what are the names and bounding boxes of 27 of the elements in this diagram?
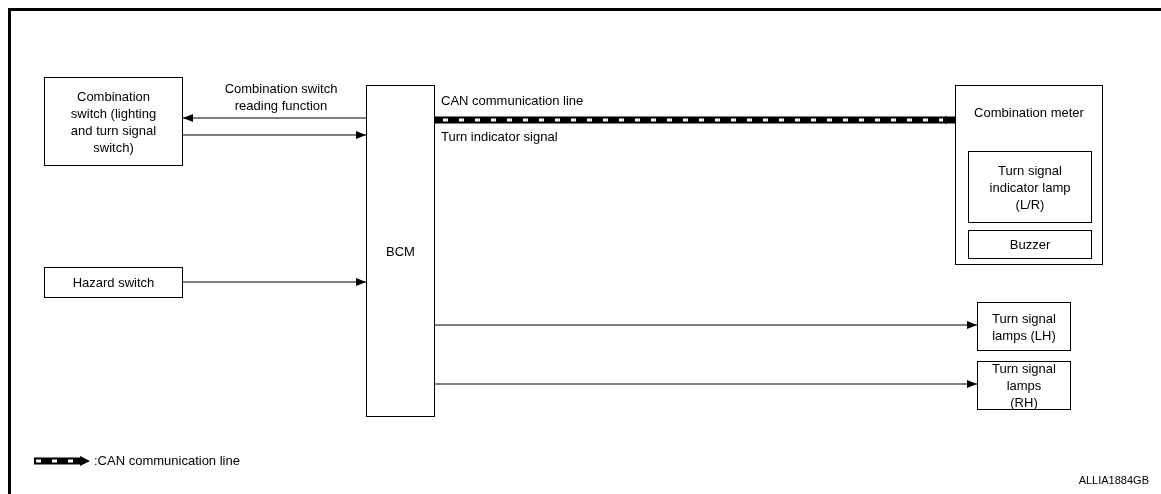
- component-box: [977, 361, 1071, 410]
- component-box: [968, 151, 1092, 223]
- edge-label: Combination switch reading function: [223, 80, 339, 114]
- component-box: [977, 302, 1071, 351]
- box-text: Turn signal lamps (LH): [991, 309, 1057, 344]
- box-text: Combination switch (lighting and turn signal switch): [69, 87, 158, 156]
- figure-code: ALLIA1884GB: [1078, 473, 1149, 488]
- box-text: BCM: [385, 242, 416, 260]
- box-text: Turn signal lamps (RH): [991, 360, 1057, 411]
- box-text: Turn signal indicator lamp (L/R): [988, 161, 1072, 213]
- box-text: Combination meter: [973, 104, 1085, 121]
- box-text: Hazard switch: [71, 274, 156, 291]
- line-label: CAN communication line: [441, 92, 584, 109]
- component-box: [44, 267, 183, 298]
- arrow: [182, 131, 367, 139]
- can-line-arrow: [435, 116, 955, 124]
- arrow: [434, 321, 978, 329]
- component-box: [366, 85, 435, 417]
- legend-text: :CAN communication line: [94, 452, 240, 469]
- component-box: [44, 77, 183, 166]
- box-text: Buzzer: [1008, 236, 1052, 253]
- edge-label: Turn indicator signal: [441, 128, 559, 145]
- arrow: [182, 114, 367, 122]
- component-box: [968, 230, 1092, 259]
- arrow: [434, 380, 978, 388]
- container-box: [955, 85, 1103, 265]
- arrow: [182, 278, 367, 286]
